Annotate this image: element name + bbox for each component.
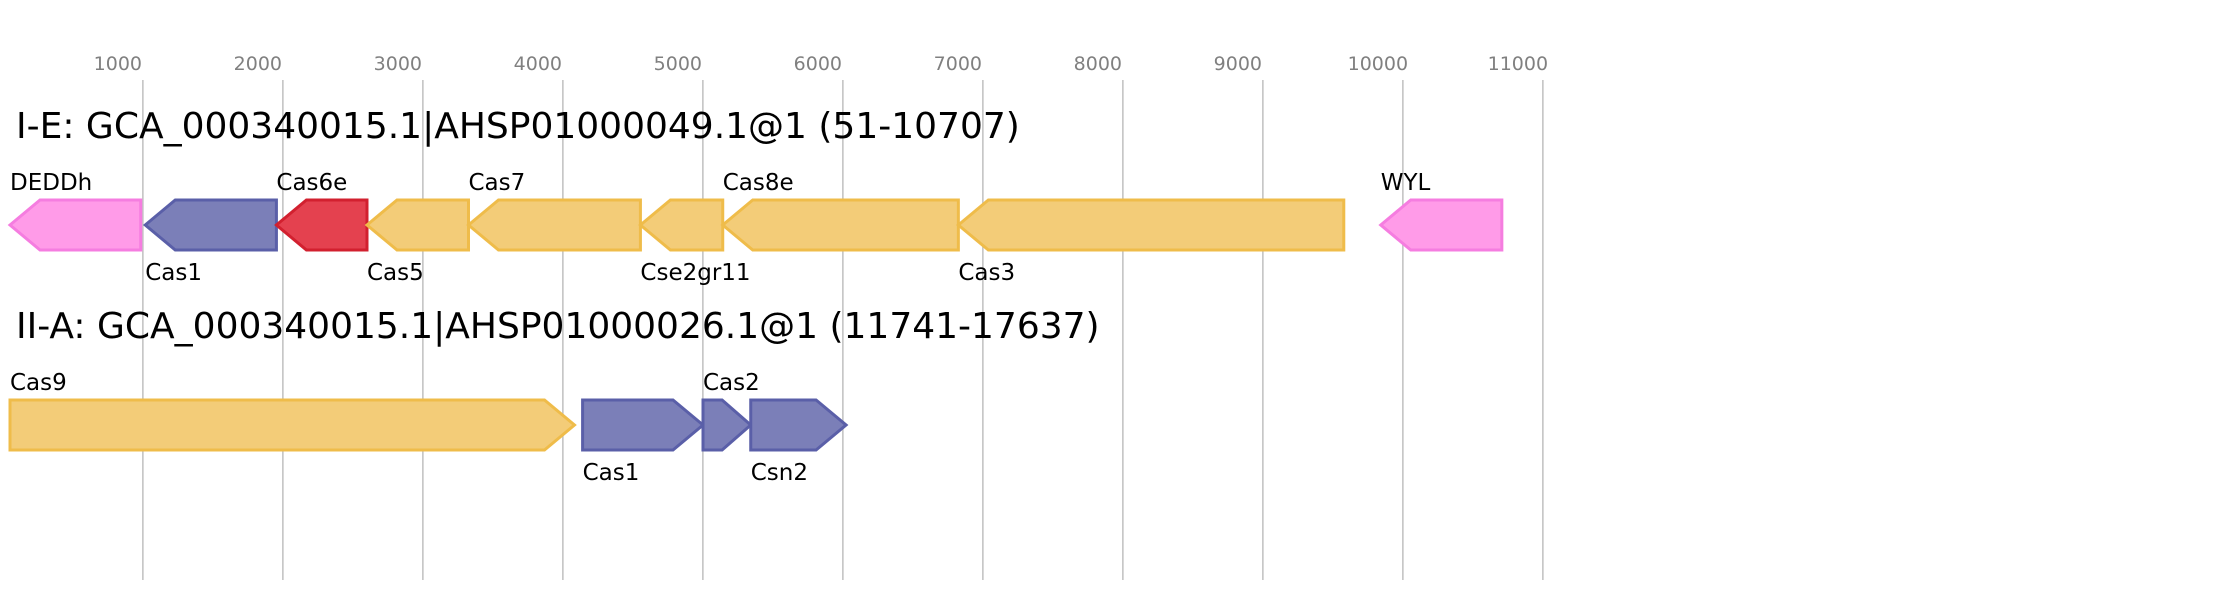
gene-label: Cas1 bbox=[583, 460, 640, 486]
tick-label: 1000 bbox=[94, 53, 142, 75]
tick-label: 5000 bbox=[654, 53, 702, 75]
gene-label: Cas9 bbox=[10, 370, 67, 396]
tick-label: 8000 bbox=[1074, 53, 1122, 75]
gene-arrow-cas9 bbox=[8, 398, 577, 452]
tick-label: 6000 bbox=[794, 53, 842, 75]
gene-label: Cas1 bbox=[145, 260, 202, 286]
gene-label: Cas8e bbox=[723, 170, 794, 196]
gene-arrow-cas6e bbox=[274, 198, 369, 252]
locus-track: I-E: GCA_000340015.1|AHSP01000049.1@1 (5… bbox=[7, 106, 1504, 286]
gene-label: DEDDh bbox=[10, 170, 92, 196]
gene-arrow-cas3 bbox=[956, 198, 1346, 252]
gene-label: Cas3 bbox=[958, 260, 1015, 286]
locus-title: II-A: GCA_000340015.1|AHSP01000026.1@1 (… bbox=[16, 306, 1100, 347]
axis-grid: 1000 2000 3000 4000 5000 6000 7000 8000 9000 1000… bbox=[94, 53, 1548, 580]
tick-label: 2000 bbox=[234, 53, 282, 75]
gene-arrow-cas8e bbox=[720, 198, 960, 252]
gene-arrow-cse2gr11 bbox=[638, 198, 725, 252]
gene-label: Cas5 bbox=[367, 260, 424, 286]
tick-label: 3000 bbox=[374, 53, 422, 75]
gene-label: Cas6e bbox=[276, 170, 347, 196]
gene-arrow-wyl bbox=[1378, 198, 1504, 252]
gene-arrow-csn2 bbox=[749, 398, 849, 452]
gene-label: WYL bbox=[1381, 170, 1431, 196]
gene-arrow-cas1 bbox=[581, 398, 706, 452]
locus-track: II-A: GCA_000340015.1|AHSP01000026.1@1 (… bbox=[8, 306, 1100, 486]
gene-arrow-cas5 bbox=[364, 198, 470, 252]
gene-label: Csn2 bbox=[751, 460, 808, 486]
tick-label: 11000 bbox=[1488, 53, 1548, 75]
tick-label: 10000 bbox=[1348, 53, 1408, 75]
loci-tracks: I-E: GCA_000340015.1|AHSP01000049.1@1 (5… bbox=[7, 106, 1504, 486]
gene-label: Cas7 bbox=[469, 170, 526, 196]
tick-label: 4000 bbox=[514, 53, 562, 75]
gene-arrow-cas2 bbox=[701, 398, 754, 452]
tick-label: 9000 bbox=[1214, 53, 1262, 75]
gene-label: Cse2gr11 bbox=[640, 260, 750, 286]
gene-label: Cas2 bbox=[703, 370, 760, 396]
locus-title: I-E: GCA_000340015.1|AHSP01000049.1@1 (5… bbox=[16, 106, 1020, 147]
gene-arrow-cas7 bbox=[466, 198, 642, 252]
gene-arrow-deddh bbox=[7, 198, 143, 252]
tick-label: 7000 bbox=[934, 53, 982, 75]
gene-arrow-cas1 bbox=[142, 198, 278, 252]
